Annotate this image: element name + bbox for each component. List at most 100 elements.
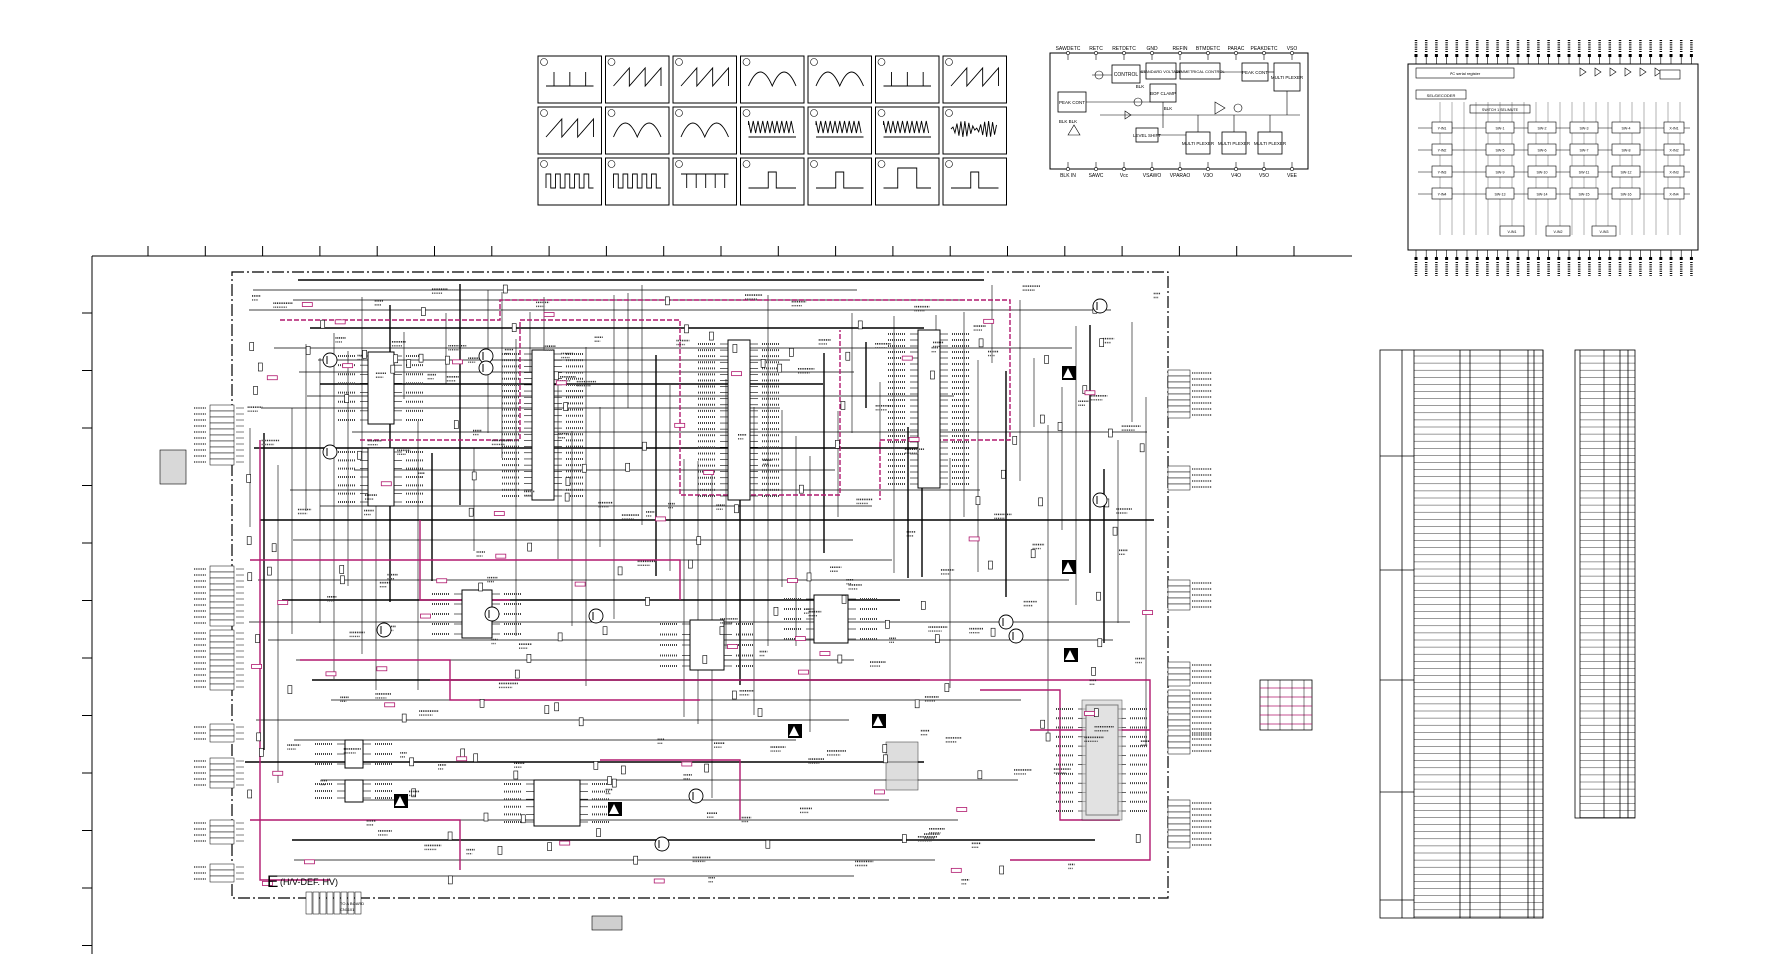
switch-cell-label: SW-6 — [1538, 149, 1547, 153]
waveform-cell — [740, 55, 805, 104]
side-cell-label: Y-IN1 — [1438, 127, 1447, 131]
blk-blk-label: BLK BLK — [1059, 119, 1077, 124]
bd-top-pin-label: VSO — [1287, 46, 1298, 52]
switch-cell-label: SW-12 — [1621, 171, 1632, 175]
side-cell — [1663, 121, 1685, 134]
bottom-cell — [1499, 225, 1525, 237]
side-cell-label: X-IN3 — [1669, 171, 1678, 175]
switch-label: SWITCH 1 SEL/MUTE — [1482, 108, 1519, 112]
bd-bottom-pin-label: Vcc — [1120, 173, 1129, 179]
side-cell — [1431, 143, 1453, 156]
switch-cell — [1485, 143, 1515, 156]
board-label: E — [267, 872, 278, 891]
waveform-cell — [740, 157, 805, 206]
i2c-register-box — [1415, 67, 1515, 79]
switch-cell — [1485, 187, 1515, 200]
bottom-cell-label: V-IN3 — [1600, 230, 1609, 234]
multiplexer-2-label: MULTI PLEXER — [1218, 141, 1251, 146]
bottom-connector-ref: CN1101 — [340, 907, 355, 912]
switch-cell-label: SW-3 — [1580, 127, 1589, 131]
bd-top-pin-label: PARAC — [1228, 46, 1245, 52]
switch-cell — [1611, 165, 1641, 178]
multiplexer-1-label: MULTI PLEXER — [1182, 141, 1215, 146]
switch-cell — [1485, 121, 1515, 134]
switch-cell-label: SW-4 — [1622, 127, 1631, 131]
side-cell — [1431, 121, 1453, 134]
bd-bottom-pin-label: VPARAO — [1170, 173, 1191, 179]
waveform-cell — [672, 55, 737, 104]
switch-cell — [1527, 165, 1557, 178]
control-label: CONTROL — [1114, 72, 1139, 78]
switch-cell — [1569, 165, 1599, 178]
switch-cell — [1611, 187, 1641, 200]
side-cell — [1663, 187, 1685, 200]
waveform-cell — [807, 106, 872, 155]
side-cell-label: X-IN4 — [1669, 193, 1678, 197]
switch-cell — [1527, 187, 1557, 200]
waveform-table — [537, 55, 1007, 206]
switch-cell-label: SW-11 — [1579, 171, 1590, 175]
ic-package — [917, 329, 941, 489]
waveform-cell — [537, 55, 602, 104]
bottom-cell — [1591, 225, 1617, 237]
switch-cell — [1611, 143, 1641, 156]
side-cell-label: X-IN1 — [1669, 127, 1678, 131]
bof-clamp-label: BOF CLAMP — [1150, 91, 1176, 96]
output-resistor — [1659, 69, 1681, 80]
waveform-cell — [672, 157, 737, 206]
waveform-cell — [537, 106, 602, 155]
bd-top-pin-label: GND — [1146, 46, 1158, 52]
switch-cell-label: SW-16 — [1621, 193, 1632, 197]
waveform-cell — [807, 157, 872, 206]
waveform-cell — [942, 157, 1007, 206]
ic-package — [367, 351, 395, 425]
waveform-cell — [942, 55, 1007, 104]
bd-bottom-pin-label: BLK IN — [1060, 173, 1076, 179]
waveform-cell — [875, 157, 940, 206]
switch-cell-label: SW-7 — [1580, 149, 1589, 153]
bottom-cell — [1545, 225, 1571, 237]
switch-cell — [1569, 121, 1599, 134]
side-cell-label: X-IN2 — [1669, 149, 1678, 153]
bd-top-pin-label: PEAKDETC — [1251, 46, 1278, 52]
switch-cell-label: SW-15 — [1579, 193, 1590, 197]
bd-bottom-pin-label: V4O — [1231, 173, 1241, 179]
standard-voltage-block — [1145, 62, 1177, 80]
board-title: (H/V-DEF. HV) — [280, 877, 338, 887]
blk-label-2: BLK — [1164, 106, 1173, 111]
switch-cell-label: SW-5 — [1496, 149, 1505, 153]
waveform-cell — [875, 106, 940, 155]
bd-top-pin-label: RETDETC — [1112, 46, 1136, 52]
symmetrical-control-label: SYMMETRICAL CONTROL — [1175, 69, 1225, 74]
bd-top-pin-label: BTMDETC — [1196, 46, 1221, 52]
switch-cell-label: SW-13 — [1495, 193, 1506, 197]
waveform-cell — [740, 106, 805, 155]
ic-package — [344, 739, 364, 769]
bd-bottom-pin-label: V5O — [1259, 173, 1269, 179]
switch-cell-label: SW-14 — [1537, 193, 1548, 197]
standard-voltage-label: STANDARD VOLTAGE — [1140, 69, 1181, 74]
waveform-cell — [605, 157, 670, 206]
side-cell-label: Y-IN2 — [1438, 149, 1447, 153]
side-cell — [1663, 165, 1685, 178]
main-schematic: E (H/V-DEF. HV) TO A BOARD CN1101 — [82, 246, 1352, 954]
switch-cell — [1527, 143, 1557, 156]
switch-cell — [1527, 121, 1557, 134]
waveform-cell — [807, 55, 872, 104]
ic-package — [367, 447, 395, 507]
switch-cell — [1485, 165, 1515, 178]
waveform-cell — [875, 55, 940, 104]
bd-bottom-pin-label: VSAWO — [1143, 173, 1162, 179]
level-shift-label: LEVEL SHIFT — [1133, 133, 1161, 138]
ic-internal-diagram: I²C serial register SEL/DECODER SWITCH 1… — [1407, 40, 1699, 276]
ic-package — [344, 779, 364, 803]
multiplexer-3-label: MULTI PLEXER — [1254, 141, 1287, 146]
multiplexer-right-label: MULTI PLEXER — [1271, 75, 1304, 80]
switch-cell-label: SW-10 — [1537, 171, 1548, 175]
parts-list-tables — [1379, 349, 1636, 919]
bd-top-pin-label: SAWDETC — [1056, 46, 1081, 52]
waveform-cell — [672, 106, 737, 155]
